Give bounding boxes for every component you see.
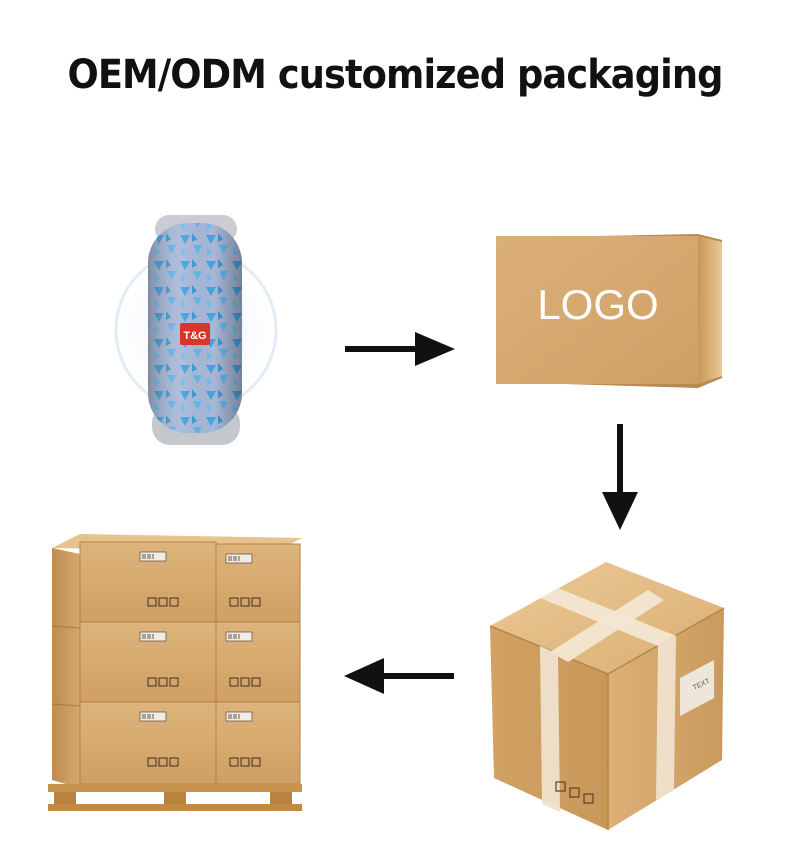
arrow-down-icon	[602, 424, 638, 530]
arrow-right-icon	[345, 332, 455, 366]
arrow-left-icon	[344, 658, 454, 694]
taped-carton-icon: TEXT	[489, 562, 725, 830]
page-title: OEM/ODM customized packaging	[67, 52, 723, 98]
logo-box-label: LOGO	[537, 281, 658, 328]
pallet-stack-icon	[48, 534, 302, 811]
speaker-icon: T&G	[101, 215, 291, 445]
speaker-brand-label: T&G	[183, 330, 206, 342]
logo-box-icon: LOGO	[496, 234, 722, 388]
